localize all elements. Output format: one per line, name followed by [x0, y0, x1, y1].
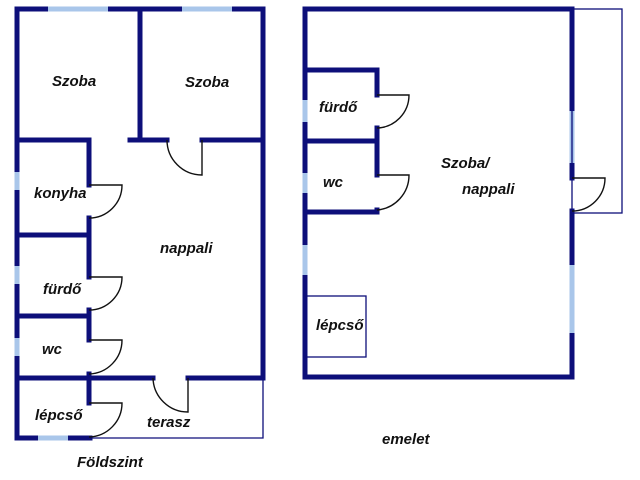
door-szoba: [166, 139, 203, 176]
ground-floor-windows: [14, 6, 232, 441]
room-label-terasz: terasz: [147, 414, 191, 431]
upper-floor-windows: [302, 100, 575, 333]
ground-floor-doors: [88, 139, 203, 438]
door-wc-upper: [376, 174, 410, 211]
floor-title-upper: emelet: [382, 431, 431, 448]
room-label-furdo-upper: fürdő: [319, 99, 358, 116]
room-label-nappali-upper: nappali: [462, 181, 515, 198]
terrace-outline: [90, 380, 264, 439]
room-label-furdo: fürdő: [43, 281, 82, 298]
room-label-nappali: nappali: [160, 240, 213, 257]
door-lepcso: [88, 402, 123, 438]
room-label-wc-upper: wc: [323, 174, 344, 191]
door-furdo-upper: [376, 94, 410, 129]
door-furdo: [88, 276, 123, 311]
door-balcony: [571, 177, 606, 212]
door-konyha: [88, 184, 123, 219]
room-label-szoba-1: Szoba: [52, 73, 96, 90]
room-label-szoba-2: Szoba: [185, 74, 229, 91]
room-label-szoba-upper: Szoba/: [441, 155, 491, 172]
upper-floor-plan: fürdő wc Szoba/ nappali lépcső emelet: [302, 6, 623, 448]
room-label-lepcso: lépcső: [35, 407, 83, 424]
door-terasz: [152, 377, 189, 413]
balcony-outline: [571, 8, 623, 214]
door-wc: [88, 339, 123, 375]
floor-title-ground: Földszint: [77, 454, 144, 471]
upper-floor-doors: [376, 94, 606, 212]
ground-floor-walls: [14, 6, 266, 441]
room-label-wc: wc: [42, 341, 63, 358]
room-label-konyha: konyha: [34, 185, 87, 202]
ground-floor-plan: Szoba Szoba konyha nappali fürdő wc lépc…: [14, 6, 266, 471]
stair-outline: [305, 295, 367, 358]
room-label-lepcso-upper: lépcső: [316, 317, 364, 334]
